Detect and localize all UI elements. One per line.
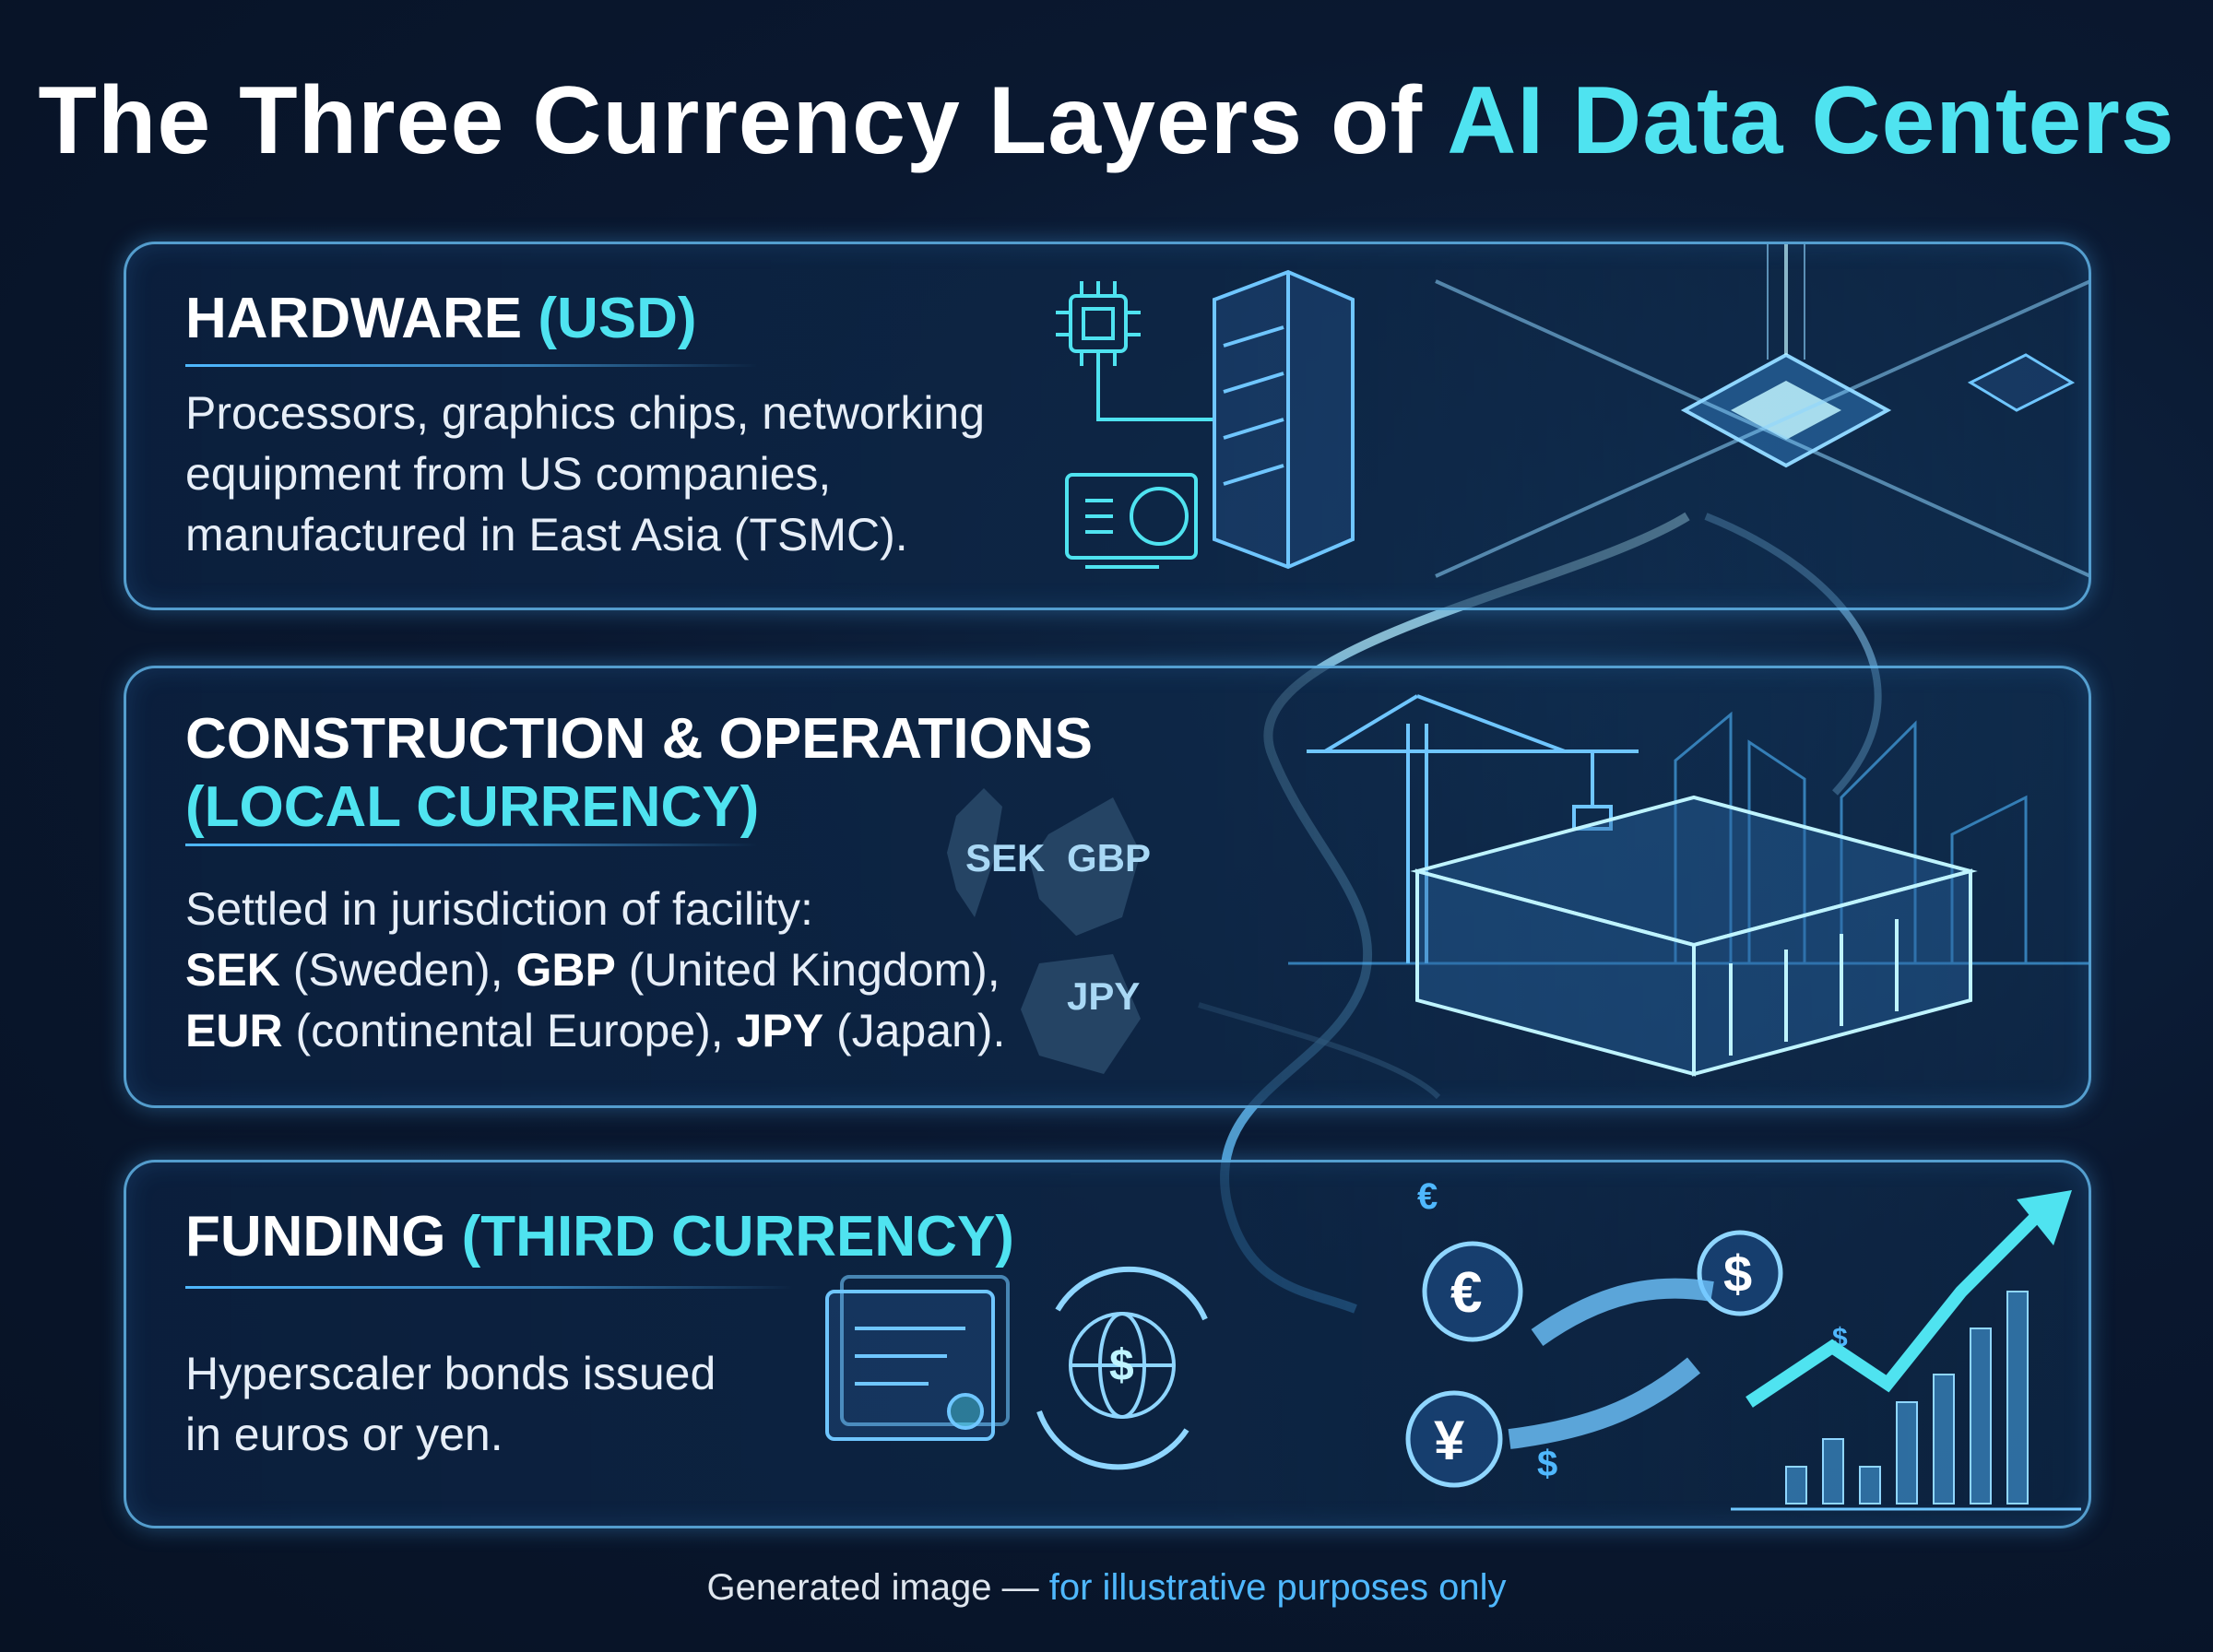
code-sek: SEK [185, 944, 280, 996]
code-jpy: JPY [736, 1005, 824, 1056]
svg-text:$: $ [1109, 1341, 1134, 1390]
desc-gbp: (United Kingdom), [615, 944, 1000, 996]
hardware-title: HARDWARE [185, 287, 523, 350]
hardware-divider [185, 364, 757, 367]
construction-heading: CONSTRUCTION & OPERATIONS (LOCAL CURRENC… [185, 705, 1093, 843]
construction-divider [185, 844, 757, 846]
hardware-line-1: Processors, graphics chips, networking [185, 387, 986, 439]
title-main: The Three Currency Layers of [38, 67, 1448, 174]
yen-coin-icon [1405, 1390, 1503, 1488]
globe-exchange-icon: $ [1036, 1266, 1208, 1470]
currency-line-2: EUR (continental Europe), JPY (Japan). [185, 1000, 1005, 1061]
small-dollar-symbol: $ [1537, 1444, 1557, 1484]
title-accent: AI Data Centers [1447, 67, 2175, 174]
funding-description: Hyperscaler bonds issued in euros or yen… [185, 1343, 716, 1465]
funding-divider [185, 1286, 794, 1289]
exchange-arrows-icon [1508, 1278, 1714, 1449]
funding-heading: FUNDING (THIRD CURRENCY) [185, 1203, 1014, 1271]
microchip-icon [1056, 281, 1214, 421]
hardware-illustration [1056, 244, 2089, 578]
footer-accent: for illustrative purposes only [1048, 1567, 1507, 1608]
europe-shape [1021, 954, 1141, 1074]
funding-title: FUNDING [185, 1205, 446, 1268]
small-euro-symbol: € [1417, 1176, 1438, 1217]
desc-jpy: (Japan). [823, 1005, 1006, 1056]
code-gbp: GBP [515, 944, 616, 996]
footer-main: Generated image — [706, 1567, 1049, 1608]
desc-eur: (continental Europe), [282, 1005, 737, 1056]
processor-chip-icon [1435, 244, 2089, 578]
map-label-gbp: GBP [1067, 836, 1150, 879]
growth-chart-icon [1731, 1190, 2081, 1511]
construction-intro: Settled in jurisdiction of facility: [185, 883, 813, 935]
euro-symbol: € [1450, 1261, 1482, 1325]
footer-disclaimer: Generated image — for illustrative purpo… [0, 1567, 2213, 1609]
graphics-card-icon [1065, 473, 1198, 569]
dollar-symbol: $ [1723, 1245, 1752, 1303]
panel-construction: CONSTRUCTION & OPERATIONS (LOCAL CURRENC… [124, 666, 2091, 1108]
page-title: The Three Currency Layers of AI Data Cen… [0, 66, 2213, 176]
data-center-building-icon [1410, 795, 1978, 1077]
euro-coin-icon [1422, 1241, 1523, 1342]
sweden-shape [947, 788, 1002, 917]
skyline-icon [1288, 711, 2089, 965]
panel-funding: FUNDING (THIRD CURRENCY) Hyperscaler bon… [124, 1160, 2091, 1528]
hardware-heading: HARDWARE (USD) [185, 285, 697, 353]
hardware-line-2: equipment from US companies, [185, 448, 832, 500]
funding-illustration: $ € $ ¥ $ € $ [825, 1176, 2081, 1511]
crane-icon [1307, 694, 1639, 963]
panel-hardware: HARDWARE (USD) Processors, graphics chip… [124, 242, 2091, 610]
map-label-sek: SEK [965, 836, 1045, 879]
dollar-coin-icon [1697, 1230, 1783, 1316]
construction-currency: (LOCAL CURRENCY) [185, 775, 760, 840]
funding-line-2: in euros or yen. [185, 1409, 503, 1460]
construction-title: CONSTRUCTION & OPERATIONS [185, 707, 1093, 771]
server-rack-icon [1213, 269, 1355, 570]
funding-currency: (THIRD CURRENCY) [461, 1205, 1014, 1268]
bond-certificate-icon [825, 1275, 1010, 1441]
construction-description: Settled in jurisdiction of facility: SEK… [185, 879, 1005, 1061]
hardware-description: Processors, graphics chips, networking e… [185, 383, 985, 565]
small-chip-icon [1967, 353, 2076, 412]
currency-coins: € $ ¥ $ € $ [1405, 1176, 1848, 1488]
europe-map-illustration: SEK GBP JPY [947, 788, 1150, 1074]
hardware-line-3: manufactured in East Asia (TSMC). [185, 509, 908, 560]
map-label-jpy: JPY [1067, 974, 1140, 1018]
facility-illustration [1288, 694, 2089, 1077]
desc-sek: (Sweden), [279, 944, 516, 996]
currency-line-1: SEK (Sweden), GBP (United Kingdom), [185, 939, 1005, 1000]
hardware-currency: (USD) [538, 287, 697, 350]
uk-shape [1030, 797, 1141, 936]
funding-line-1: Hyperscaler bonds issued [185, 1348, 716, 1399]
yen-symbol: ¥ [1434, 1410, 1465, 1471]
code-eur: EUR [185, 1005, 283, 1056]
